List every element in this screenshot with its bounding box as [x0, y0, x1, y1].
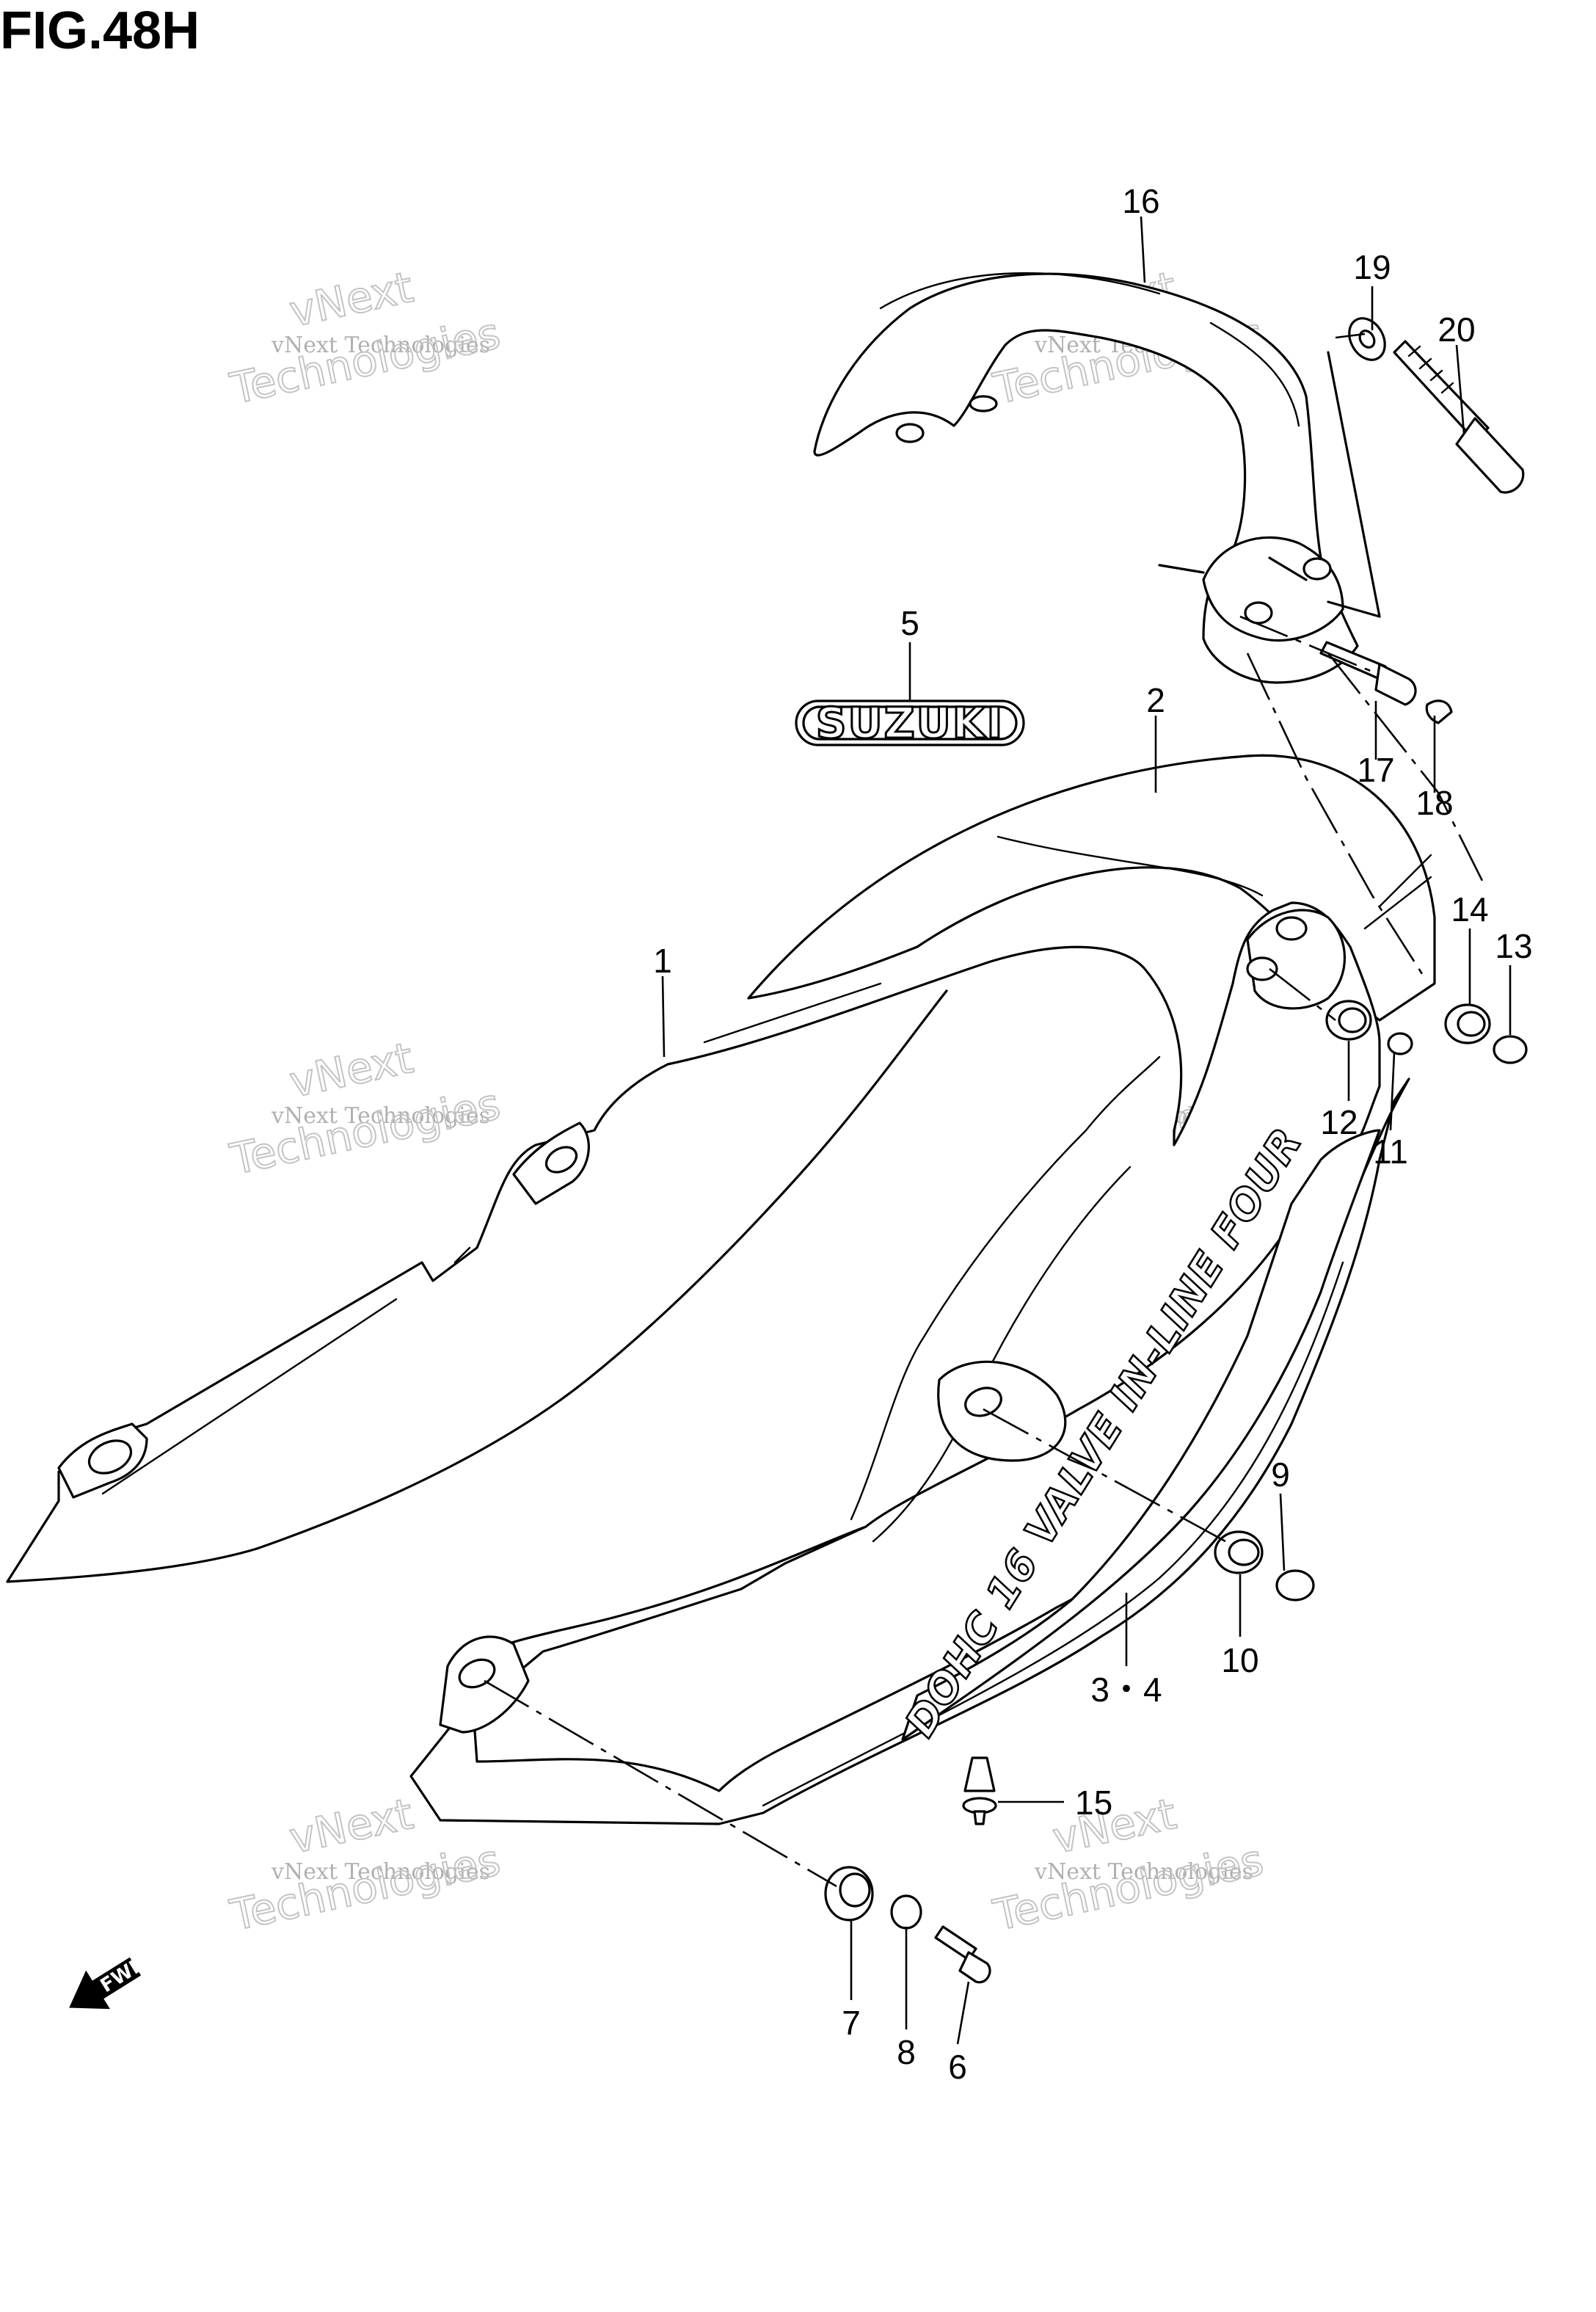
part-19-washer — [1348, 317, 1386, 361]
callout-17: 17 — [1357, 751, 1394, 789]
callout-16: 16 — [1122, 182, 1159, 220]
fwd-label: FWD — [97, 1952, 151, 1997]
watermark-line1: vNext Technologies — [271, 332, 490, 358]
watermark-line1: vNext Technologies — [271, 1103, 490, 1129]
part-14-grommet — [1444, 1003, 1491, 1044]
watermark: vNext Technologies vNext Technologies — [225, 261, 506, 415]
watermark-line3: Technologies — [226, 308, 505, 414]
callout-13: 13 — [1495, 927, 1532, 965]
watermark-line2: vNext — [285, 1789, 418, 1864]
assembly-lines — [484, 332, 1484, 1888]
watermark-line2: vNext — [285, 1033, 418, 1108]
callout-12: 12 — [1320, 1103, 1358, 1141]
callout-1: 1 — [653, 942, 672, 980]
callout-18: 18 — [1415, 784, 1453, 822]
part-12-grommet — [1325, 1000, 1372, 1041]
callout-3-4: 3・4 — [1090, 1671, 1162, 1709]
part-1-seat-tail-cowl — [6, 901, 1410, 1825]
callout-8: 8 — [897, 2033, 916, 2071]
callout-10: 10 — [1221, 1641, 1258, 1679]
fwd-arrow-icon: FWD — [69, 1952, 151, 2010]
part-15-clip — [962, 1756, 997, 1825]
leader-lines — [661, 216, 1512, 2045]
watermark: vNext Technologies vNext Technologies — [988, 1788, 1269, 1941]
callout-5: 5 — [900, 604, 919, 642]
part-9-collar — [1275, 1569, 1315, 1602]
part-6-bolt — [934, 1925, 991, 1984]
callout-20: 20 — [1438, 310, 1475, 349]
badge-text: SUZUKI — [816, 698, 1005, 748]
part-5-suzuki-emblem: SUZUKI — [795, 697, 1025, 749]
callout-6: 6 — [948, 2048, 967, 2086]
callout-15: 15 — [1075, 1784, 1112, 1822]
watermark: vNext Technologies vNext Technologies — [225, 1032, 506, 1185]
watermark-line3: Technologies — [226, 1079, 505, 1185]
part-13-collar — [1493, 1035, 1528, 1064]
part-17-screw — [1319, 641, 1417, 706]
watermark-line2: vNext — [1049, 1789, 1181, 1864]
part-18-cap — [1425, 699, 1453, 724]
watermark-line3: Technologies — [226, 1835, 505, 1941]
part-20-bolt — [1393, 340, 1525, 494]
watermark-line1: vNext Technologies — [1034, 1859, 1253, 1885]
part-10-grommet — [1214, 1530, 1264, 1574]
callout-11: 11 — [1373, 1133, 1408, 1171]
callout-9: 9 — [1271, 1455, 1290, 1494]
callout-14: 14 — [1451, 890, 1488, 928]
part-11-collar — [1387, 1032, 1413, 1055]
watermark-line1: vNext Technologies — [271, 1859, 490, 1885]
callouts: 16 19 20 5 2 17 18 14 13 1 12 11 9 10 3・… — [653, 182, 1532, 2086]
watermark-line2: vNext — [285, 262, 418, 337]
callout-2: 2 — [1146, 681, 1165, 719]
part-8-collar — [890, 1894, 922, 1930]
callout-7: 7 — [842, 2004, 861, 2042]
part-7-grommet — [824, 1866, 874, 1922]
figure-title: FIG.48H — [0, 1, 200, 60]
part-16-grab-rail — [813, 272, 1359, 684]
callout-19: 19 — [1353, 248, 1391, 286]
watermark-line3: Technologies — [989, 1835, 1268, 1941]
